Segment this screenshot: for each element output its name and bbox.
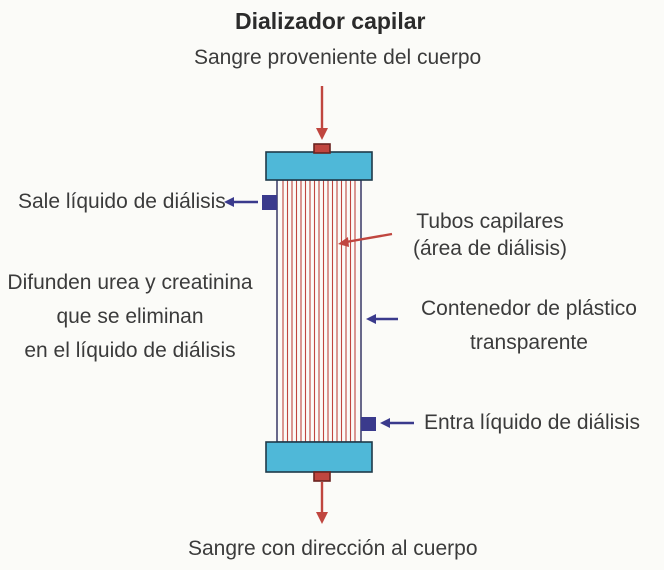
diffusion-label-line1: Difunden urea y creatinina xyxy=(7,271,253,294)
diagram-title: Dializador capilar xyxy=(235,8,426,34)
fluid-out-arrowhead xyxy=(224,197,234,207)
fluid-outlet-port xyxy=(262,195,277,210)
blood-in-arrowhead xyxy=(316,128,328,140)
fluid-in-arrowhead xyxy=(380,418,390,428)
capillaries-label: Tubos capilares (área de diálisis) xyxy=(400,208,580,262)
bottom-cap xyxy=(265,441,373,473)
diffusion-label-line2: que se eliminan xyxy=(56,305,204,328)
diffusion-label-line3: en el líquido de diálisis xyxy=(24,339,236,362)
blood-out-label: Sangre con dirección al cuerpo xyxy=(188,537,478,560)
diffusion-label: Difunden urea y creatinina que se elimin… xyxy=(2,266,258,368)
blood-outlet-port xyxy=(313,471,331,482)
fluid-out-label: Sale líquido de diálisis xyxy=(18,190,226,213)
blood-inlet-port xyxy=(313,143,331,154)
capillaries-label-line2: (área de diálisis) xyxy=(412,237,568,260)
fluid-in-label: Entra líquido de diálisis xyxy=(424,411,640,434)
capillaries-pointer-head xyxy=(338,237,349,247)
fluid-inlet-port xyxy=(361,417,376,431)
blood-in-label: Sangre proveniente del cuerpo xyxy=(194,46,482,69)
arrows xyxy=(224,86,414,524)
capillaries-pointer xyxy=(345,232,393,244)
container-label-line1: Contenedor de plástico xyxy=(421,297,637,320)
capillary-tubes xyxy=(282,180,356,442)
container-pointer-head xyxy=(366,314,376,324)
capillaries-label-line1: Tubos capilares xyxy=(416,210,564,233)
container-label: Contenedor de plástico transparente xyxy=(404,292,654,360)
top-cap xyxy=(265,151,373,181)
blood-out-arrowhead xyxy=(316,512,328,524)
container-label-line2: transparente xyxy=(470,331,588,354)
